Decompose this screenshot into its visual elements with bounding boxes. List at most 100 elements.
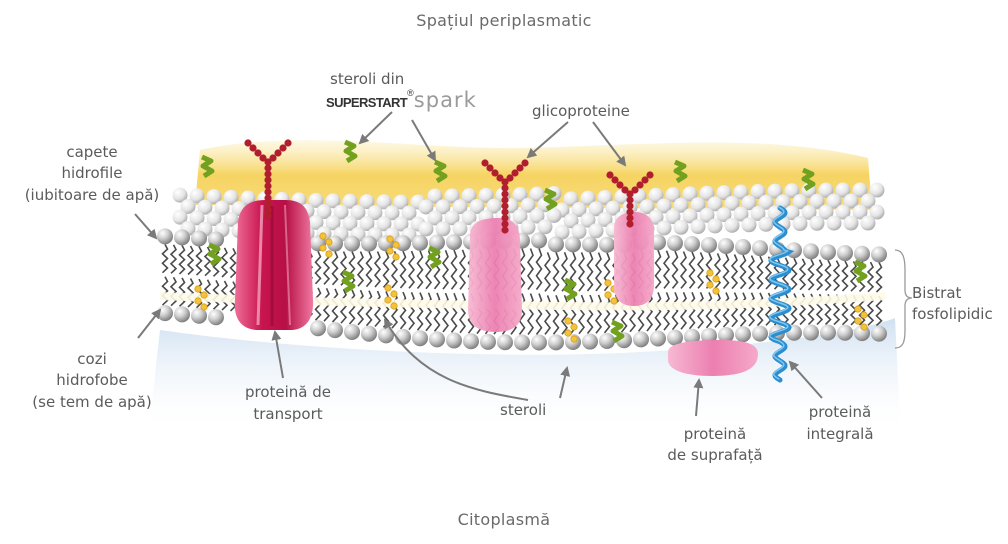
phospholipid-head [742, 217, 757, 232]
phospholipid-head [725, 218, 740, 233]
phospholipid-head [708, 218, 723, 233]
phospholipid-head [752, 326, 768, 342]
phospholipid-head [157, 305, 173, 321]
superstart-spark-logo: SUPERSTART®spark [326, 88, 477, 112]
phospholipid-head [453, 221, 468, 236]
label-suprafata-2: de suprafață [650, 445, 780, 466]
phospholipid-head [582, 236, 598, 252]
phospholipid-head [810, 216, 825, 231]
arrow-steroli-din-1 [360, 112, 392, 143]
phospholipid-head [752, 240, 768, 256]
label-capete-1: capete [2, 142, 182, 163]
phospholipid-head [599, 333, 615, 349]
periplasmic-space-title: Spațiul periplasmatic [404, 10, 604, 31]
label-steroli-din: steroli din [330, 69, 404, 90]
phospholipid-head [793, 216, 808, 231]
phospholipid-head [691, 219, 706, 234]
phospholipid-head [446, 332, 462, 348]
phospholipid-head [344, 324, 360, 340]
phospholipid-head [599, 237, 615, 253]
phospholipid-head [497, 334, 513, 350]
cholesterol-molecule [565, 280, 575, 299]
phospholipid-head [667, 235, 683, 251]
cytoplasm-title: Citoplasmă [404, 509, 604, 530]
phospholipid-head [861, 216, 876, 231]
phospholipid-head [174, 306, 190, 322]
bilayer-brace [895, 250, 912, 348]
glycoprotein-right [614, 212, 654, 306]
cholesterol-molecule [343, 272, 353, 291]
phospholipid-head [419, 221, 434, 236]
phospholipid-head [361, 236, 377, 252]
label-cozi-2: hidrofobe [2, 370, 182, 391]
phospholipid-head [589, 223, 604, 238]
phospholipid-head [436, 221, 451, 236]
phospholipid-head [827, 216, 842, 231]
phospholipid-head [759, 217, 774, 232]
phospholipid-head [412, 235, 428, 251]
phospholipid-head [538, 219, 553, 234]
phospholipid-head [844, 216, 859, 231]
label-cozi-1: cozi [2, 349, 182, 370]
phospholipid-head [735, 239, 751, 255]
phospholipid-head [674, 220, 689, 235]
phospholipid-head [174, 229, 190, 245]
label-transport-1: proteină de [218, 382, 358, 403]
label-integrala-2: integrală [785, 424, 895, 445]
phospholipid-head [521, 220, 536, 235]
glycoprotein-left [468, 218, 522, 332]
arrow-capete [135, 214, 156, 238]
phospholipid-head [803, 325, 819, 341]
label-integrala-1: proteină [785, 402, 895, 423]
phospholipid-head [854, 246, 870, 262]
cholesterol-molecule [429, 248, 439, 267]
label-suprafata-1: proteină [650, 424, 780, 445]
phospholipid-head [548, 334, 564, 350]
phospholipid-head [871, 326, 887, 342]
label-transport-2: transport [218, 404, 358, 425]
phospholipid-head [657, 220, 672, 235]
phospholipid-head [820, 244, 836, 260]
phospholipid-head [514, 334, 530, 350]
phospholipid-head [633, 331, 649, 347]
phospholipid-head [718, 238, 734, 254]
phospholipid-head [480, 334, 496, 350]
phospholipid-head [463, 333, 479, 349]
phospholipid-head [803, 243, 819, 259]
brand-spark: spark [414, 88, 477, 112]
label-bistrat-2: fosfolipidic [912, 304, 993, 325]
phospholipid-head [820, 325, 836, 341]
phospholipid-head [157, 228, 173, 244]
phospholipid-head [429, 331, 445, 347]
phospholipid-head [310, 320, 326, 336]
surface-protein [668, 340, 758, 376]
phospholipid-head [344, 236, 360, 252]
phospholipid-head [531, 334, 547, 350]
transport-protein [235, 200, 313, 330]
label-steroli: steroli [500, 400, 546, 421]
phospholipid-head [837, 245, 853, 261]
phospholipid-head [684, 236, 700, 252]
phospholipid-head [837, 325, 853, 341]
phospholipid-head [565, 236, 581, 252]
brand-registered: ® [407, 88, 414, 98]
phospholipid-head [701, 237, 717, 253]
phospholipid-head [735, 326, 751, 342]
phospholipid-head [412, 330, 428, 346]
label-bistrat-1: Bistrat [912, 283, 961, 304]
phospholipid-head [582, 334, 598, 350]
phospholipid-head [650, 331, 666, 347]
brand-superstart: SUPERSTART [326, 95, 407, 110]
arrow-cozi [138, 310, 160, 338]
label-capete-2: hidrofile [2, 163, 182, 184]
label-capete-3: (iubitoare de apă) [2, 185, 182, 206]
phospholipid-head [531, 232, 547, 248]
sterol-molecule [855, 306, 867, 330]
phospholipid-head [361, 326, 377, 342]
cholesterol-molecule [855, 262, 865, 281]
phospholipid-head [208, 309, 224, 325]
label-glicoproteine: glicoproteine [532, 101, 630, 122]
label-cozi-3: (se tem de apă) [2, 392, 182, 413]
phospholipid-head [191, 230, 207, 246]
